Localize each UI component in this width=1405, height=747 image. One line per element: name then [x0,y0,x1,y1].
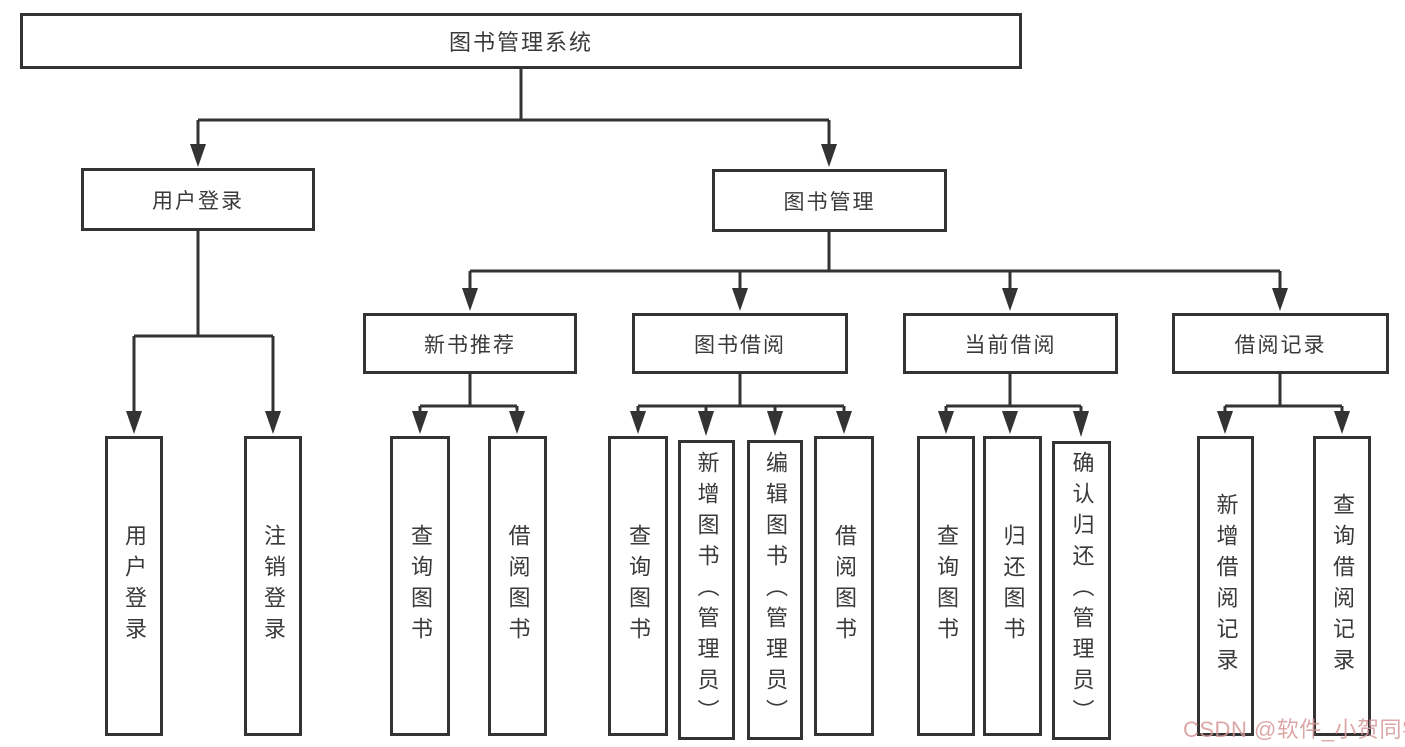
node-leaf-add-books-admin: 新增图书（管理员） [678,440,735,740]
node-leaf-confirm-return-admin: 确认归还（管理员） [1052,441,1111,740]
node-leaf-query-borrow-record: 查询借阅记录 [1313,436,1371,736]
node-label: 新增图书（管理员） [694,450,720,730]
node-leaf-query-books-2: 查询图书 [608,436,668,736]
node-label: 图书管理 [783,190,876,214]
node-book-borrowing: 图书借阅 [632,313,848,374]
arrowhead [1272,288,1288,311]
node-leaf-edit-books-admin: 编辑图书（管理员） [747,440,803,740]
node-user-login: 用户登录 [81,168,315,231]
arrowhead [265,411,281,434]
arrowhead [1073,411,1089,437]
node-label: 借阅图书 [832,524,857,648]
arrowhead [630,411,646,434]
node-book-management: 图书管理 [712,169,947,232]
node-label: 查询图书 [408,524,433,648]
csdn-watermark: CSDN @软件_小贺同学 [1183,717,1405,742]
node-leaf-add-borrow-record: 新增借阅记录 [1197,436,1254,736]
node-label: 确认归还（管理员） [1069,451,1095,730]
node-label: 借阅图书 [505,524,531,648]
connector-currentborrow-to-leaves [938,374,1089,437]
node-new-book-recommendation: 新书推荐 [363,313,577,374]
node-label: 借阅记录 [1234,333,1327,357]
node-label: 查询借阅记录 [1330,493,1355,679]
arrowhead [821,144,837,167]
connector-bookmgmt-to-level3 [462,232,1288,311]
connector-borrowrecord-to-leaves [1217,374,1350,434]
arrowhead [938,411,954,434]
node-label: 新增借阅记录 [1213,493,1239,679]
node-label: 图书管理系统 [448,30,593,55]
node-leaf-return-books: 归还图书 [983,436,1042,736]
connector-bookborrow-to-leaves [630,374,852,436]
node-library-management-system: 图书管理系统 [20,13,1022,69]
arrowhead [126,411,142,434]
arrowhead [698,411,714,436]
arrowhead [412,411,428,434]
node-current-borrowing: 当前借阅 [903,313,1118,374]
arrowhead [462,288,478,311]
arrowhead [1002,411,1018,434]
node-borrowing-records: 借阅记录 [1172,313,1389,374]
node-leaf-user-login: 用户登录 [105,436,163,736]
node-label: 归还图书 [1000,524,1026,648]
arrowhead [1002,288,1018,311]
connector-newbookrec-to-leaves [412,374,525,434]
arrowhead [767,411,783,436]
node-label: 用户登录 [122,524,147,648]
connector-userlogin-to-leaves [126,231,281,434]
node-label: 编辑图书（管理员） [763,450,788,730]
node-leaf-query-books-1: 查询图书 [390,436,450,736]
node-label: 查询图书 [934,524,959,648]
node-leaf-borrow-books-2: 借阅图书 [814,436,874,736]
node-label: 图书借阅 [694,333,786,357]
arrowhead [836,411,852,434]
connector-root-to-level2 [190,69,837,167]
node-label: 查询图书 [626,524,651,648]
arrowhead [190,144,206,167]
arrowhead [1217,411,1233,434]
node-leaf-logout: 注销登录 [244,436,302,736]
node-label: 用户登录 [152,189,244,213]
node-leaf-query-books-3: 查询图书 [917,436,975,736]
arrowhead [509,411,525,434]
node-label: 注销登录 [261,524,286,648]
node-label: 新书推荐 [424,333,516,357]
node-leaf-borrow-books-1: 借阅图书 [488,436,547,736]
arrowhead [1334,411,1350,434]
node-label: 当前借阅 [964,333,1057,357]
arrowhead [732,288,748,311]
